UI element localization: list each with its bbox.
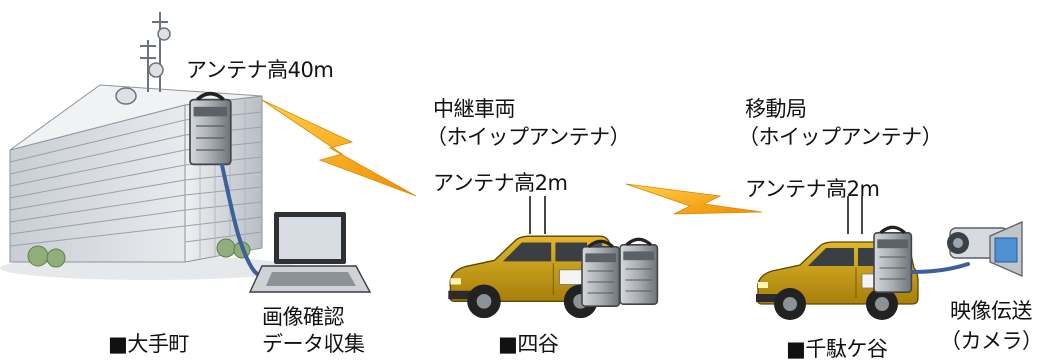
sendagaya-role-label: 移動局 [745, 97, 807, 121]
mobile-car-icon [755, 196, 919, 321]
otemachi-radio-unit-icon [188, 91, 233, 167]
otemachi-place-label: ■大手町 [108, 332, 189, 356]
relay-radio-unit-icon [580, 237, 660, 308]
sendagaya-place-label: ■千駄ケ谷 [786, 337, 888, 361]
yotsuya-antenna-type-label: （ホイップアンテナ） [426, 125, 631, 149]
sendagaya-antenna-height-label: アンテナ高2m [745, 177, 880, 201]
otemachi-terminal-label-line1: 画像確認 [262, 305, 345, 329]
sendagaya-antenna-type-label: （ホイップアンテナ） [738, 125, 943, 149]
yotsuya-place-label: ■四谷 [498, 332, 559, 356]
video-camera-icon [947, 221, 1023, 277]
lightning-bolt-icon-link-2 [625, 183, 763, 215]
yotsuya-role-label: 中継車両 [433, 97, 516, 121]
camera-label-line1: 映像伝送 [950, 299, 1033, 323]
mobile-radio-unit-icon [872, 225, 914, 294]
camera-label-line2: （カメラ） [940, 329, 1043, 353]
yotsuya-antenna-height-label: アンテナ高2m [433, 171, 568, 195]
relay-car-icon [447, 196, 620, 319]
lightning-bolt-icon-link-1 [261, 99, 417, 197]
camera-cable [910, 262, 970, 274]
laptop-icon [248, 212, 372, 293]
otemachi-terminal-label-line2: データ収集 [262, 332, 365, 356]
otemachi-antenna-height-label: アンテナ高40m [186, 58, 334, 82]
office-building-icon [0, 12, 300, 280]
